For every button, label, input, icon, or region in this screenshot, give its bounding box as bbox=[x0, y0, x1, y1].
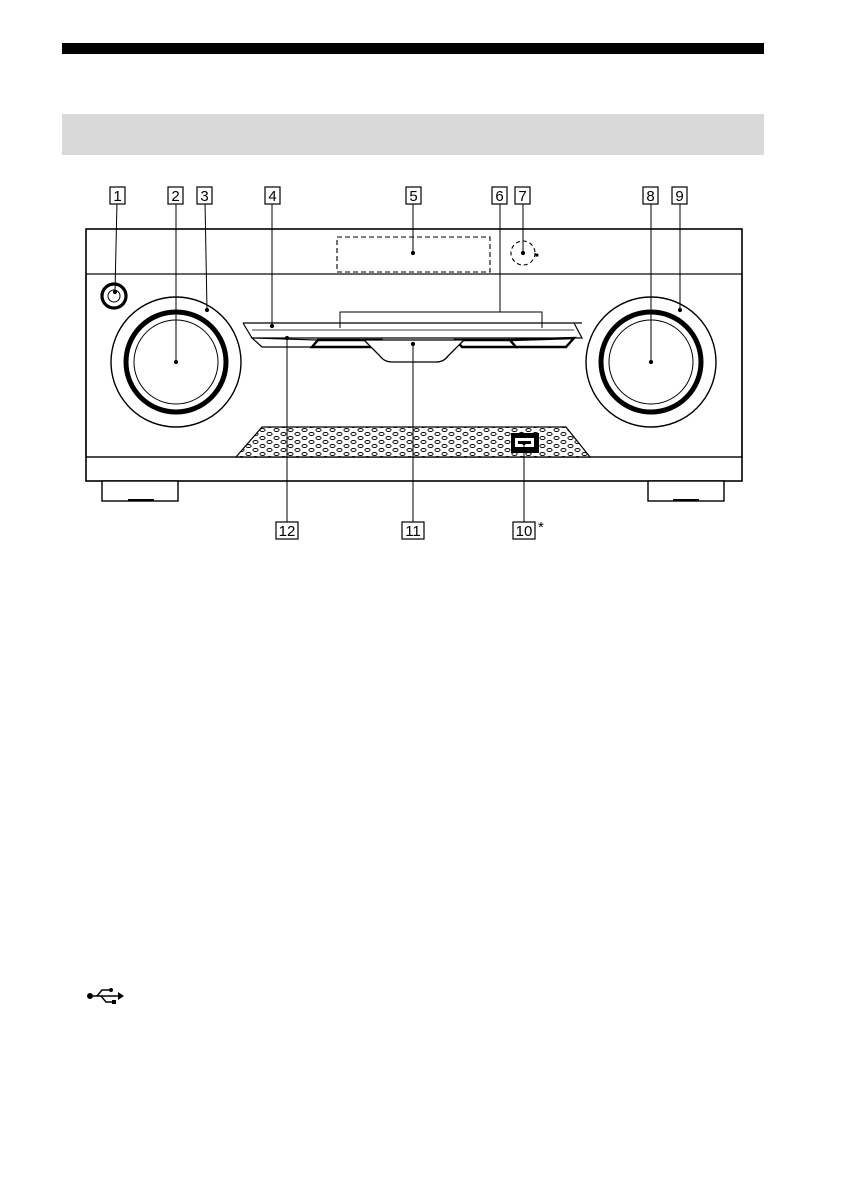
svg-text:11: 11 bbox=[405, 523, 421, 540]
callout-8: 8 bbox=[643, 187, 658, 205]
svg-text:*: * bbox=[538, 519, 544, 536]
remote-sensor-mark: ■ bbox=[535, 253, 539, 259]
svg-text:7: 7 bbox=[518, 188, 526, 205]
callout-6: 6 bbox=[492, 187, 507, 205]
svg-text:1: 1 bbox=[113, 188, 121, 205]
callout-1: 1 bbox=[110, 187, 125, 205]
left-strip-button[interactable] bbox=[252, 338, 318, 347]
left-foot bbox=[102, 481, 178, 501]
power-button[interactable] bbox=[102, 284, 126, 308]
callout-7: 7 bbox=[515, 187, 530, 205]
callout-2: 2 bbox=[168, 187, 183, 205]
callout-5: 5 bbox=[406, 187, 421, 205]
svg-text:8: 8 bbox=[646, 188, 654, 205]
svg-text:2: 2 bbox=[171, 188, 179, 205]
svg-text:4: 4 bbox=[268, 188, 276, 205]
svg-text:9: 9 bbox=[675, 188, 683, 205]
callout-11: 11 bbox=[402, 522, 424, 540]
svg-text:5: 5 bbox=[409, 188, 417, 205]
callout-12: 12 bbox=[276, 522, 298, 540]
callout-10: 10 * bbox=[513, 519, 544, 540]
svg-text:10: 10 bbox=[516, 523, 533, 540]
callout-4: 4 bbox=[265, 187, 280, 205]
usb-icon bbox=[86, 985, 126, 1007]
svg-text:6: 6 bbox=[495, 188, 503, 205]
right-foot bbox=[648, 481, 724, 501]
svg-text:12: 12 bbox=[279, 523, 296, 540]
callout-9: 9 bbox=[672, 187, 687, 205]
front-button-b[interactable] bbox=[456, 340, 516, 347]
svg-text:3: 3 bbox=[200, 188, 208, 205]
callout-3: 3 bbox=[197, 187, 212, 205]
front-button-c[interactable] bbox=[510, 338, 574, 347]
